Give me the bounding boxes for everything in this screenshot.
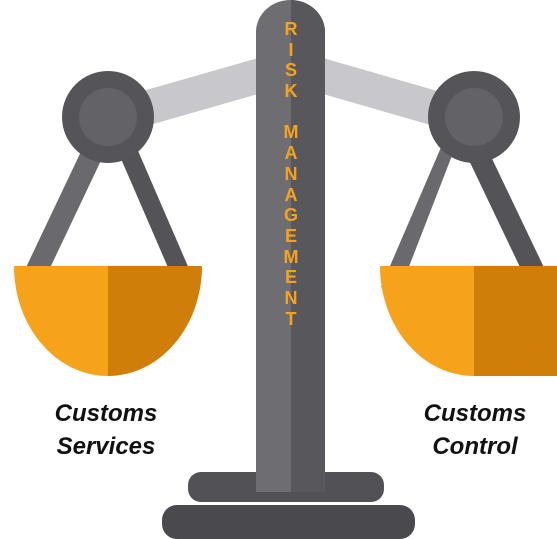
left-pan-label-line1: Customs <box>54 400 158 427</box>
right-pan-label: Customs Control <box>375 397 557 463</box>
pillar-letter: T <box>285 308 297 329</box>
pillar-letter: I <box>288 39 294 60</box>
pillar-letter: E <box>284 225 297 246</box>
right-pan-label-line1: Customs <box>423 400 527 427</box>
pillar-letter: E <box>284 267 297 288</box>
left-pivot <box>62 71 154 163</box>
left-pan-label-line2: Services <box>56 433 156 460</box>
central-pillar <box>256 0 325 492</box>
left-pan <box>14 266 202 376</box>
pillar-letter: A <box>284 143 298 164</box>
pillar-letter: M <box>283 122 299 143</box>
right-pan-label-line2: Control <box>432 433 518 460</box>
right-pan <box>380 266 557 376</box>
right-pivot <box>428 71 520 163</box>
pillar-letter: A <box>284 184 298 205</box>
pillar-letter: R <box>284 19 298 39</box>
pillar-letter: K <box>284 81 298 102</box>
pillar-letter: M <box>283 246 299 267</box>
right-pan-rods <box>381 122 549 295</box>
pillar-letter: S <box>284 60 297 81</box>
left-pan-label: Customs Services <box>6 397 206 463</box>
pillar-letter: N <box>284 163 298 184</box>
pillar-letter: G <box>283 205 298 226</box>
left-pan-rods <box>21 122 193 287</box>
pillar-letter-gap <box>276 102 306 123</box>
pillar-risk-management-text: R I S K M A N A G E M E N T <box>276 19 306 329</box>
pillar-letter: N <box>284 287 298 308</box>
